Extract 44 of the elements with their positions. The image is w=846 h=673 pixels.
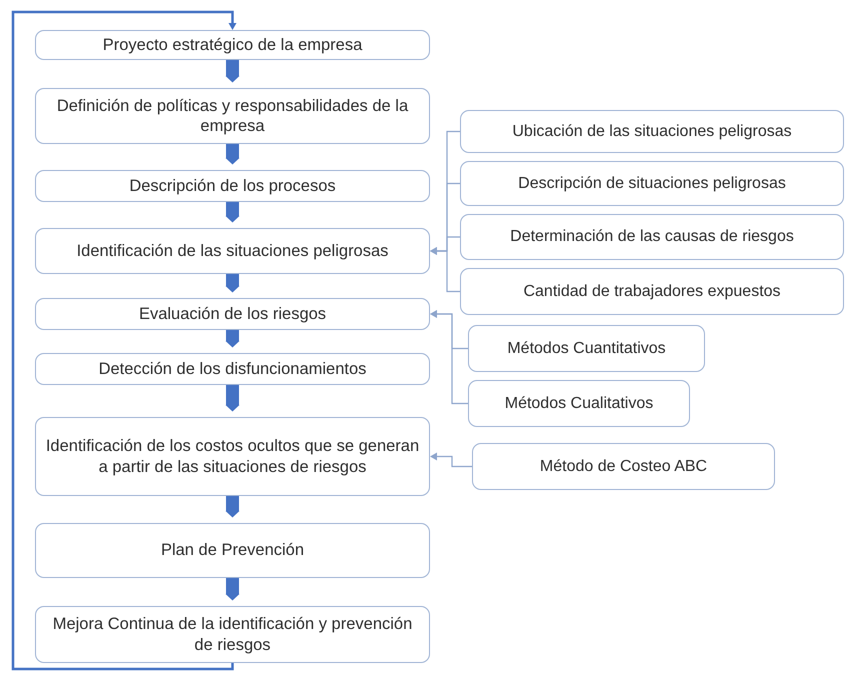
- process-box: [35, 606, 430, 663]
- process-box: [460, 110, 844, 153]
- connector-arrow: [430, 247, 460, 292]
- box-text: Proyecto estratégico de la empresa: [102, 34, 362, 56]
- block-arrow: [226, 578, 240, 601]
- box-text: Plan de Prevención: [160, 540, 304, 561]
- block-arrow: [226, 202, 240, 223]
- box-text: Método de Costeo ABC: [540, 456, 708, 476]
- process-box: [35, 30, 430, 60]
- box-text: Detección de los disfuncionamientos: [98, 358, 366, 380]
- process-box: [35, 88, 430, 144]
- box-text: Identificación de las situaciones peligrosas: [76, 240, 388, 262]
- process-box: [35, 417, 430, 496]
- block-arrow: [226, 144, 240, 165]
- box-text: Mejora Continua de la identificación y prevención de riesgos: [52, 614, 414, 655]
- box-text: Métodos Cualitativos: [504, 394, 654, 414]
- block-arrow: [226, 496, 240, 518]
- box-text: Métodos Cuantitativos: [507, 338, 666, 358]
- box-text: Definición de políticas y responsabilidades de la empresa: [56, 96, 410, 136]
- process-box: [35, 298, 430, 330]
- connector-arrow: [12, 10, 236, 670]
- process-box: [460, 161, 844, 206]
- box-text: Ubicación de las situaciones peligrosas: [512, 122, 792, 142]
- process-box: [472, 443, 775, 490]
- process-box: [468, 325, 705, 372]
- process-box: [35, 170, 430, 202]
- process-box: [35, 353, 430, 385]
- box-text: Evaluación de los riesgos: [138, 304, 326, 324]
- box-text: Cantidad de trabajadores expuestos: [523, 282, 781, 302]
- box-text: Descripción de los procesos: [129, 176, 336, 196]
- process-box: [35, 228, 430, 274]
- box-text: Identificación de los costos ocultos que se generan a partir de las situaciones de riesgos: [44, 436, 420, 477]
- process-box: [460, 214, 844, 260]
- box-text: Descripción de situaciones peligrosas: [518, 174, 786, 194]
- connector-arrow: [430, 310, 468, 404]
- connector-arrow: [430, 452, 472, 468]
- block-arrow: [226, 60, 240, 83]
- block-arrow: [226, 385, 240, 412]
- block-arrow: [226, 330, 240, 348]
- process-box: [35, 523, 430, 578]
- block-arrow: [226, 274, 240, 293]
- process-box: [460, 268, 844, 315]
- box-text: Determinación de las causas de riesgos: [510, 227, 794, 247]
- process-box: [468, 380, 690, 427]
